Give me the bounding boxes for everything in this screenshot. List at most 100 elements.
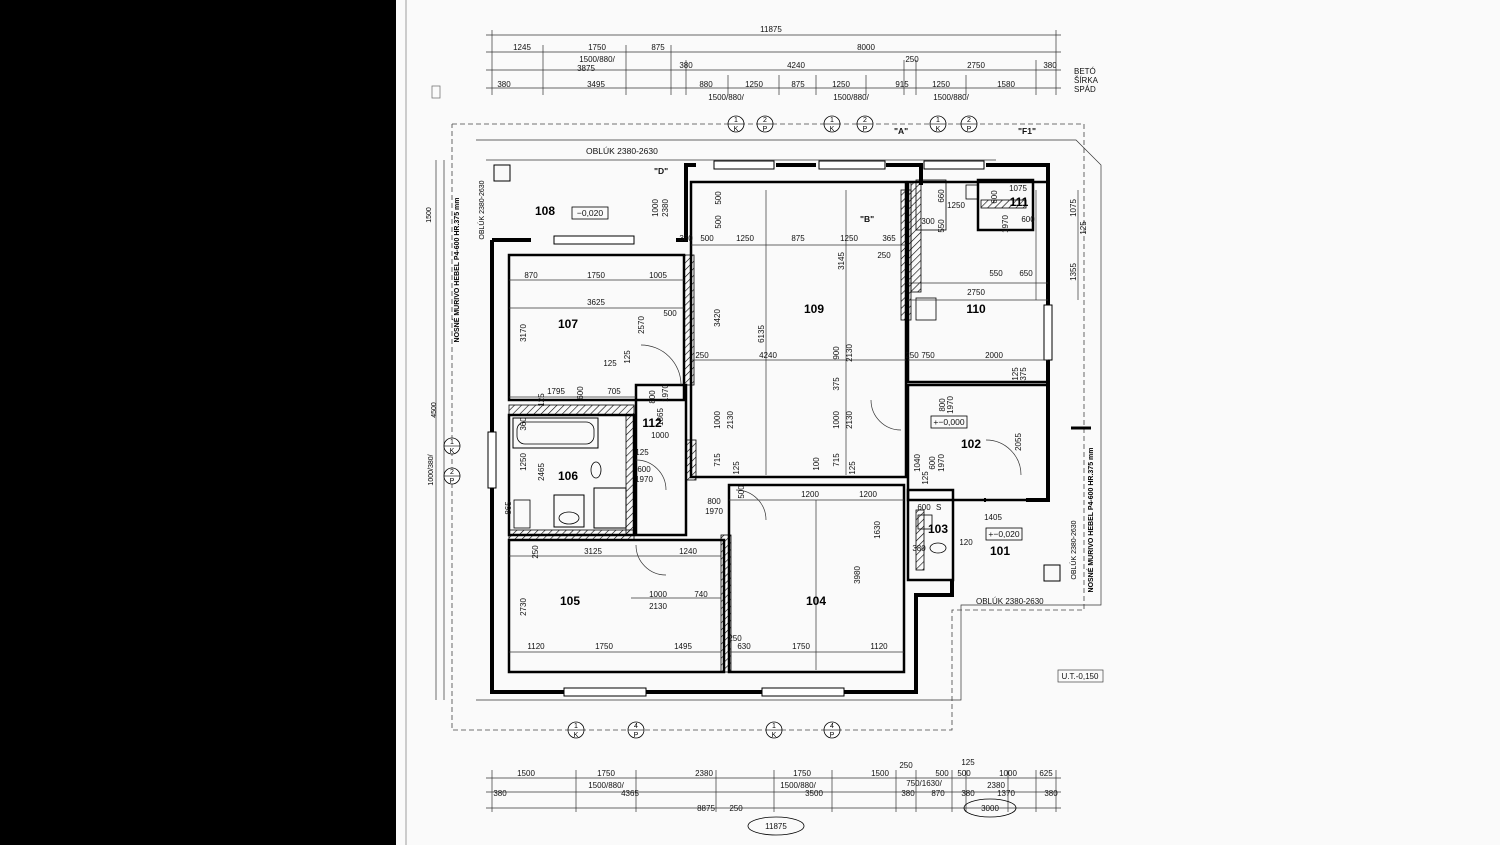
svg-text:250: 250 <box>899 761 913 770</box>
room-labels: 108 107 109 110 111 112 106 102 103 101 … <box>535 195 1029 608</box>
room-104: 104 <box>806 594 826 608</box>
dim-top-r3-1: 3495 <box>587 80 605 89</box>
svg-text:K: K <box>450 448 455 455</box>
dim-top-r3-2: 880 <box>699 80 713 89</box>
svg-text:1750: 1750 <box>792 642 810 651</box>
svg-text:4240: 4240 <box>759 351 777 360</box>
svg-text:P: P <box>634 732 639 739</box>
room-109: 109 <box>804 302 824 316</box>
svg-text:1075: 1075 <box>1009 184 1027 193</box>
svg-text:2730: 2730 <box>519 598 528 616</box>
svg-text:4: 4 <box>634 723 638 730</box>
dim-left-1500: 1500 <box>426 207 433 223</box>
dim-top-r3-6: 915 <box>895 80 909 89</box>
svg-text:365: 365 <box>882 234 896 243</box>
svg-text:550: 550 <box>989 269 1003 278</box>
svg-text:380: 380 <box>912 544 926 553</box>
svg-text:1795: 1795 <box>547 387 565 396</box>
svg-text:2570: 2570 <box>637 316 646 334</box>
svg-text:375: 375 <box>1019 367 1028 381</box>
svg-text:1: 1 <box>734 117 738 124</box>
svg-text:550: 550 <box>937 219 946 233</box>
floor-plan-drawing: 11875 1245 1750 875 8000 1500/880/ 3875 … <box>405 0 1104 845</box>
svg-text:1250: 1250 <box>519 453 528 471</box>
dim-top-sub-0: 1500/880/ <box>708 93 744 102</box>
svg-text:800: 800 <box>707 497 721 506</box>
svg-text:500: 500 <box>714 215 723 229</box>
grid-marker: 2P <box>756 115 774 133</box>
room-110: 110 <box>966 302 986 316</box>
dim-top-r2-1: 3875 <box>577 64 595 73</box>
svg-text:250: 250 <box>905 351 919 360</box>
svg-text:375: 375 <box>832 377 841 391</box>
svg-text:1075: 1075 <box>1069 199 1078 217</box>
svg-text:125: 125 <box>732 461 741 475</box>
svg-text:1750: 1750 <box>793 769 811 778</box>
svg-text:2: 2 <box>863 117 867 124</box>
svg-text:750: 750 <box>921 351 935 360</box>
svg-text:125: 125 <box>1011 367 1020 381</box>
inner-dim-102: 800 1970 1040 600 1970 2055 125 <box>913 396 1023 485</box>
arch-note-left: OBLÚK 2380-2630 <box>477 180 486 239</box>
dim-top-r3-5: 1250 <box>832 80 850 89</box>
svg-text:380: 380 <box>961 789 975 798</box>
grid-marker: 2P <box>443 467 461 485</box>
dim-top-r2-6: 380 <box>1043 61 1057 70</box>
svg-text:1000: 1000 <box>649 590 667 599</box>
arch-note-right: OBLÚK 2380-2630 <box>1069 520 1078 579</box>
s-mark: S <box>936 503 941 512</box>
svg-text:2380: 2380 <box>695 769 713 778</box>
section-b: "B" <box>860 214 874 224</box>
dim-top-r3-7: 1250 <box>932 80 950 89</box>
grid-marker: 1K <box>443 437 461 455</box>
right-annotations: NOSNÉ MURIVO HEBEL P4-600 HR.375 mm OBLÚ… <box>1057 190 1104 683</box>
windows <box>487 160 1053 697</box>
dim-top-r1-2: 875 <box>651 43 665 52</box>
dim-top-sub-2: 1500/880/ <box>933 93 969 102</box>
svg-text:500: 500 <box>663 309 677 318</box>
svg-text:2130: 2130 <box>649 602 667 611</box>
svg-text:625: 625 <box>1039 769 1053 778</box>
svg-text:P: P <box>763 126 768 133</box>
svg-text:3420: 3420 <box>713 309 722 327</box>
dim-top-r1-0: 1245 <box>513 43 531 52</box>
inner-dim-109: 380 500 1250 875 1250 365 250 3420 6135 … <box>679 234 896 475</box>
dim-top-overall: 11875 <box>760 25 782 34</box>
svg-text:1240: 1240 <box>679 547 697 556</box>
svg-text:3500: 3500 <box>805 789 823 798</box>
inner-dim-110: 1250 660 300 550 600 1075 600 1970 650 5… <box>905 184 1088 381</box>
svg-text:715: 715 <box>713 453 722 467</box>
svg-text:900: 900 <box>832 346 841 360</box>
inner-dimension-lines <box>509 190 1048 670</box>
outer-outlines: OBLÚK 2380-2630 <box>451 123 1102 731</box>
svg-text:500: 500 <box>935 769 949 778</box>
svg-text:3980: 3980 <box>853 566 862 584</box>
dim-top-r3-4: 875 <box>791 80 805 89</box>
svg-text:1495: 1495 <box>674 642 692 651</box>
grid-marker: 1K <box>727 115 745 133</box>
svg-text:1040: 1040 <box>913 454 922 472</box>
section-d: "D" <box>654 166 668 176</box>
svg-text:125: 125 <box>623 350 632 364</box>
svg-text:360: 360 <box>519 417 528 431</box>
dim-top-r3-0: 380 <box>497 80 511 89</box>
svg-text:1250: 1250 <box>947 201 965 210</box>
svg-text:P: P <box>863 126 868 133</box>
svg-text:K: K <box>772 732 777 739</box>
svg-text:125: 125 <box>635 448 649 457</box>
inner-dim-104b: 250 630 1750 1120 <box>728 634 888 651</box>
svg-text:8875: 8875 <box>697 804 715 813</box>
room-111: 111 <box>1010 195 1029 209</box>
top-dimensions: 11875 1245 1750 875 8000 1500/880/ 3875 … <box>486 25 1099 102</box>
svg-text:660: 660 <box>937 189 946 203</box>
svg-text:3000: 3000 <box>981 804 999 813</box>
svg-text:2380: 2380 <box>661 199 670 217</box>
svg-text:1250: 1250 <box>840 234 858 243</box>
svg-text:500: 500 <box>737 485 746 499</box>
svg-text:600: 600 <box>928 456 937 470</box>
section-f1: "F1" <box>1018 126 1036 136</box>
svg-text:1000: 1000 <box>651 199 660 217</box>
dim-bottom-overall: 11875 <box>765 822 787 831</box>
svg-text:1370: 1370 <box>997 789 1015 798</box>
left-annotations: 1500 4500 1000/380/ NOSNÉ MURIVO HEBEL P… <box>426 160 486 700</box>
